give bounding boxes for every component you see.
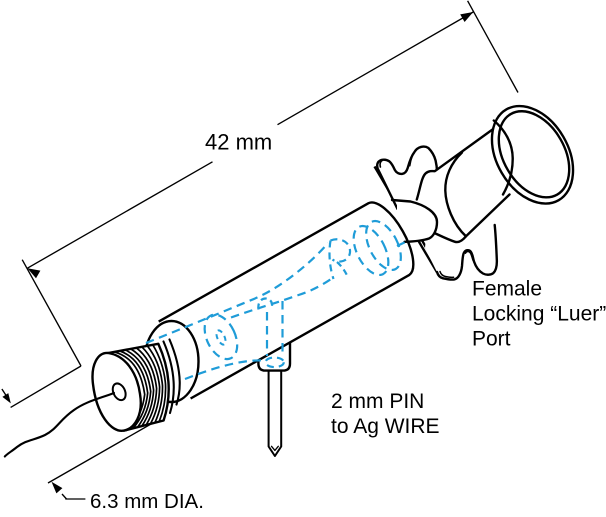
svg-text:Female: Female xyxy=(472,278,542,301)
svg-text:Locking “Luer”: Locking “Luer” xyxy=(472,303,606,326)
svg-text:42 mm: 42 mm xyxy=(205,130,272,155)
svg-text:Port: Port xyxy=(472,328,511,351)
svg-text:2 mm PIN: 2 mm PIN xyxy=(331,390,424,413)
svg-text:6.3 mm DIA.: 6.3 mm DIA. xyxy=(90,490,204,513)
svg-text:to Ag WIRE: to Ag WIRE xyxy=(331,415,440,438)
